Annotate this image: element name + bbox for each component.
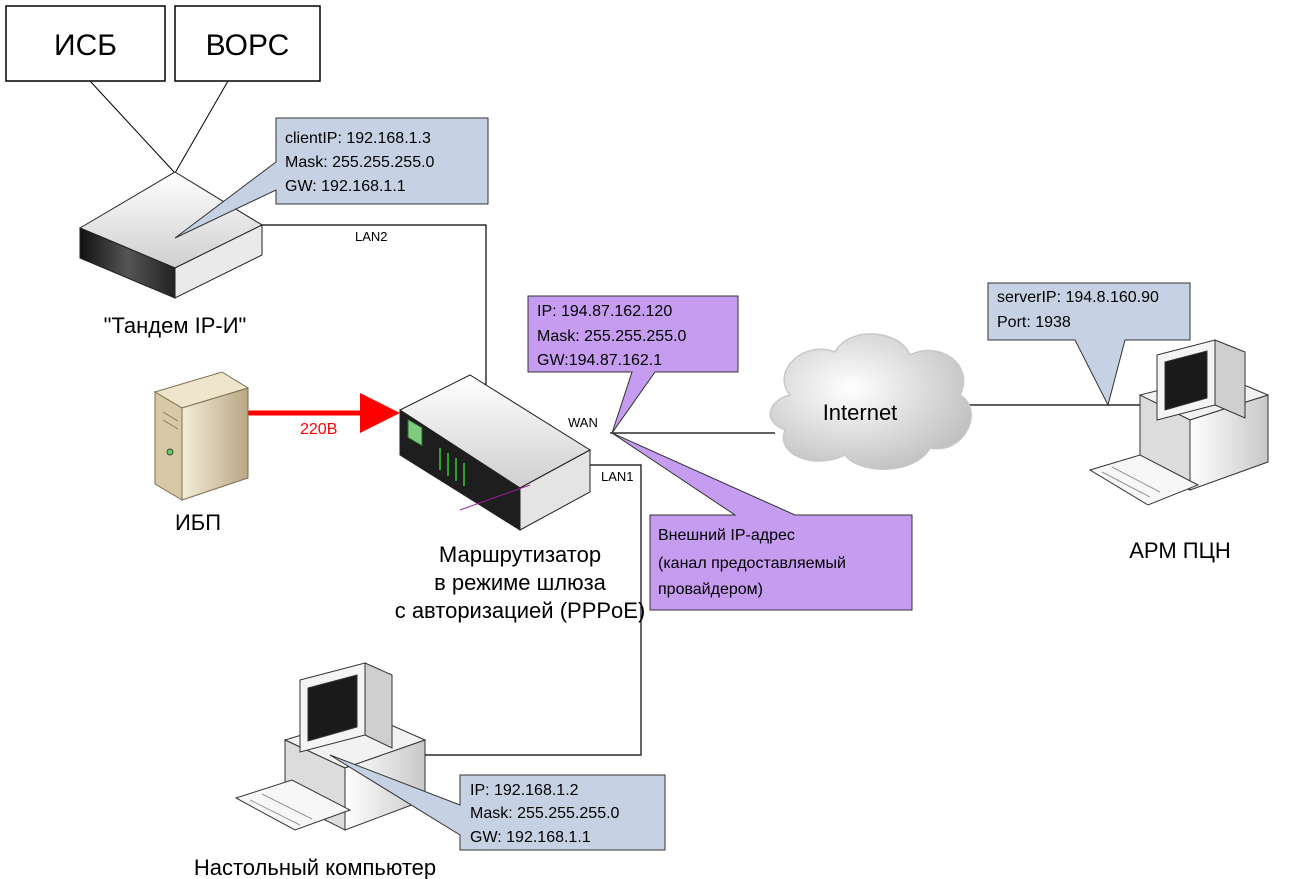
callout-server-line-2: Port: 1938 <box>997 314 1071 331</box>
isb-label: ИСБ <box>54 29 117 62</box>
power-label: 220В <box>300 421 337 438</box>
caption-tandem: "Тандем IP-И" <box>104 313 247 338</box>
lan1-line <box>410 464 642 756</box>
tandem-device-icon <box>78 171 264 299</box>
caption-arm: АРМ ПЦН <box>1129 538 1231 563</box>
isb-link <box>89 80 176 174</box>
port-lan1-label: LAN1 <box>601 469 634 484</box>
port-lan2-label: LAN2 <box>355 229 388 244</box>
callout-wan: IP: 194.87.162.120 Mask: 255.255.255.0 G… <box>527 295 739 434</box>
cloud-label: Internet <box>823 400 898 425</box>
callout-wan-line-3: GW:194.87.162.1 <box>537 352 662 369</box>
callout-server: serverIP: 194.8.160.90 Port: 1938 <box>987 282 1191 407</box>
callout-wan-line-1: IP: 194.87.162.120 <box>537 303 672 320</box>
callout-client: clientIP: 192.168.1.3 Mask: 255.255.255.… <box>174 117 489 239</box>
caption-router-line-3: с авторизацией (PPPoE) <box>395 598 646 623</box>
workstation-icon <box>1088 339 1270 506</box>
callout-desktop: IP: 192.168.1.2 Mask: 255.255.255.0 GW: … <box>329 754 666 851</box>
callout-client-line-1: clientIP: 192.168.1.3 <box>285 130 431 147</box>
callout-client-line-3: GW: 192.168.1.1 <box>285 178 406 195</box>
vors-link <box>174 80 229 174</box>
isb-box: ИСБ <box>5 5 166 82</box>
callout-desktop-line-1: IP: 192.168.1.2 <box>470 782 579 799</box>
desktop-computer-icon <box>234 662 427 831</box>
callout-server-line-1: serverIP: 194.8.160.90 <box>997 289 1159 306</box>
vors-label: ВОРС <box>206 29 290 62</box>
cloud-icon: Internet <box>769 333 972 470</box>
callout-external-line-1: Внешний IP-адрес <box>658 527 795 544</box>
caption-router-line-2: в режиме шлюза <box>434 570 607 595</box>
callout-desktop-line-3: GW: 192.168.1.1 <box>470 829 591 846</box>
callout-desktop-line-2: Mask: 255.255.255.0 <box>470 805 620 822</box>
callout-external-line-3: провайдером) <box>658 581 763 598</box>
port-wan-label: WAN <box>568 415 598 430</box>
caption-ups: ИБП <box>175 510 221 535</box>
caption-desktop: Настольный компьютер <box>194 855 436 879</box>
vors-box: ВОРС <box>174 5 321 82</box>
caption-router-line-1: Маршрутизатор <box>439 542 601 567</box>
router-icon <box>398 374 591 531</box>
callout-external-line-2: (канал предоставляемый <box>658 555 846 572</box>
callout-client-line-2: Mask: 255.255.255.0 <box>285 154 435 171</box>
callout-wan-line-2: Mask: 255.255.255.0 <box>537 328 687 345</box>
ups-icon <box>153 371 250 501</box>
callout-external: Внешний IP-адрес (канал предоставляемый … <box>611 432 913 611</box>
lan2-line <box>260 224 487 395</box>
